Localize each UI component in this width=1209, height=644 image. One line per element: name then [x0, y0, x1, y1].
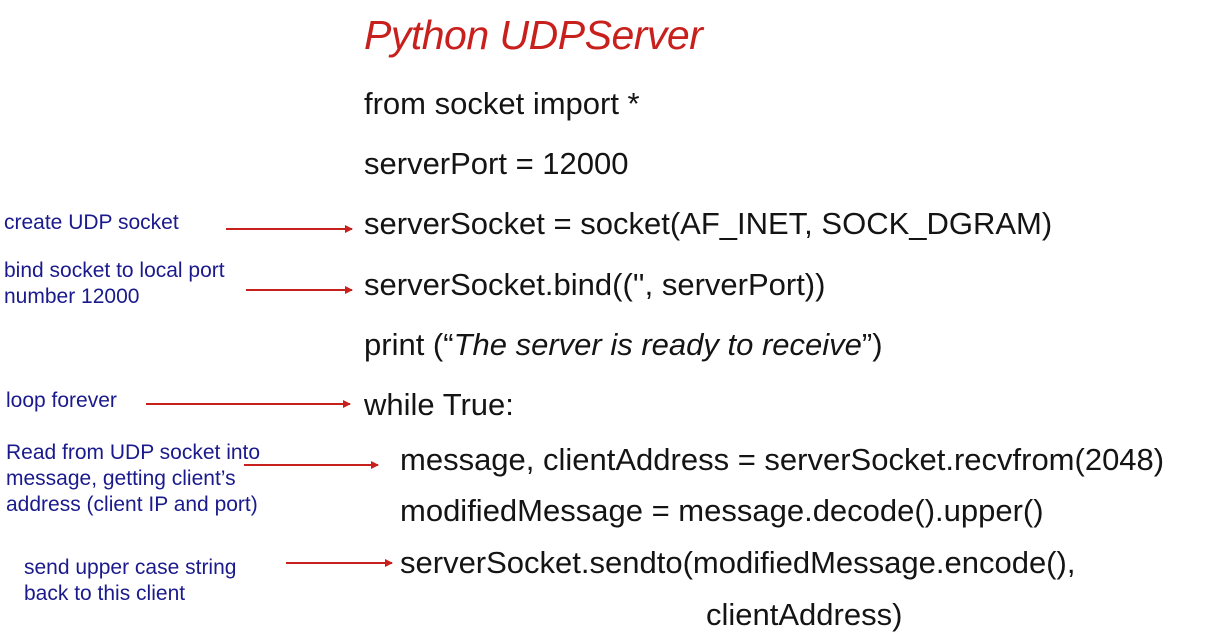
annotation-line: create UDP socket	[4, 211, 179, 234]
annotation-line: message, getting client’s	[6, 467, 236, 490]
code-line-import: from socket import *	[364, 86, 640, 121]
annotation-line: Read from UDP socket into	[6, 441, 261, 464]
code-line-while: while True:	[364, 387, 514, 422]
annotation-line: back to this client	[24, 582, 186, 605]
annotation-line: send upper case string	[24, 556, 237, 579]
code-line-server-port: serverPort = 12000	[364, 146, 629, 181]
annotation-line: number 12000	[4, 285, 140, 308]
annotation-line: bind socket to local port	[4, 259, 225, 282]
annotation-send-upper: send upper case string back to this clie…	[24, 555, 236, 607]
print-message: The server is ready to receive	[453, 327, 862, 362]
code-line-print: print (“The server is ready to receive”)	[364, 327, 883, 363]
code-line-recvfrom: message, clientAddress = serverSocket.re…	[400, 442, 1165, 477]
print-prefix: print (“	[364, 327, 454, 362]
annotation-read-socket: Read from UDP socket into message, getti…	[6, 440, 260, 518]
code-line-bind: serverSocket.bind(('', serverPort))	[364, 267, 826, 302]
code-line-create-socket: serverSocket = socket(AF_INET, SOCK_DGRA…	[364, 206, 1053, 241]
annotation-bind-socket: bind socket to local port number 12000	[4, 258, 225, 310]
code-line-client-address: clientAddress)	[706, 597, 903, 632]
annotation-create-socket: create UDP socket	[4, 210, 179, 236]
annotation-line: loop forever	[6, 389, 117, 412]
print-suffix: ”)	[861, 327, 883, 362]
code-line-modified-message: modifiedMessage = message.decode().upper…	[400, 493, 1044, 528]
annotation-loop-forever: loop forever	[6, 388, 117, 414]
annotation-line: address (client IP and port)	[6, 493, 258, 516]
code-line-sendto: serverSocket.sendto(modifiedMessage.enco…	[400, 545, 1076, 580]
slide-title: Python UDPServer	[364, 12, 703, 58]
